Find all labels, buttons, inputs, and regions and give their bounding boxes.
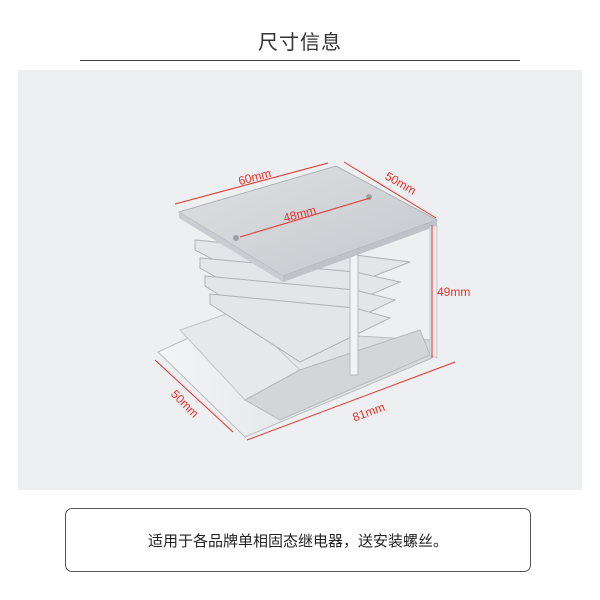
dimension-lines bbox=[154, 161, 456, 441]
title-divider bbox=[80, 60, 520, 61]
dim-base-depth: 50mm bbox=[168, 387, 201, 420]
usage-note-text: 适用于各品牌单相固态继电器，送安装螺丝。 bbox=[147, 531, 448, 550]
dim-height: 49mm bbox=[437, 285, 470, 299]
heatsink-body bbox=[243, 329, 431, 421]
product-photo: 60mm 50mm 48mm 49mm 50mm 81mm bbox=[18, 70, 582, 490]
dim-base-length: 81mm bbox=[351, 400, 387, 425]
dim-top-width: 60mm bbox=[237, 166, 273, 188]
page-title: 尺寸信息 bbox=[258, 30, 342, 54]
usage-note: 适用于各品牌单相固态继电器，送安装螺丝。 bbox=[65, 508, 531, 572]
